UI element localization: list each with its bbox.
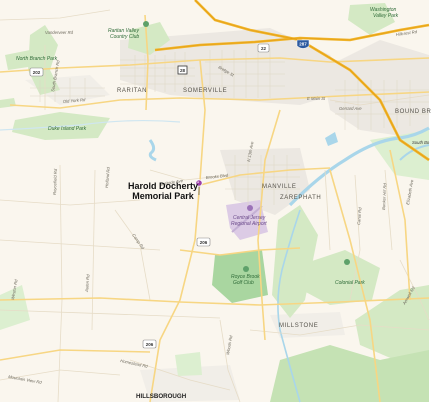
label-vanderveer: Vanderveer Rd [45,30,74,35]
town-labels: RARITAN SOMERVILLE MANVILLE ZAREPHATH MI… [117,88,432,400]
park-north-branch-west [5,50,35,70]
label-bunker-hill: Bunker Hill Rd [381,182,387,210]
label-main: E Main St [307,96,326,101]
town-manville: MANVILLE [262,184,296,190]
map-edge [429,0,433,407]
route-shields: 202 22 287 28 206 206 [29,39,310,349]
town-raritan: RARITAN [117,88,147,94]
park-southeast [355,285,429,360]
urban-areas [25,28,429,402]
road-brooks-blvd [199,167,331,186]
shield-28: 28 [177,65,188,75]
label-raritan-valley-2: Country Club [110,34,139,40]
poi-icons [143,21,350,272]
map-marker[interactable] [195,179,203,195]
label-raritan-valley-1: Raritan Valley [108,28,139,34]
svg-text:206: 206 [200,240,208,245]
golf-icon-royce [243,266,249,272]
label-mountain-view: Mountain View Rd [8,374,43,385]
road-canal [329,169,381,403]
road-main-street [9,91,430,109]
label-south-bound-brook: South Bo [412,140,430,145]
shield-22: 22 [257,43,270,53]
marker-label-line1: Harold Docherty [128,181,198,191]
park-raritan-valley [128,22,170,55]
park-south [270,345,429,402]
label-royce-brook-2: Golf Club [233,280,254,286]
raritan-river [288,126,430,207]
shield-206-north: 206 [196,237,211,247]
park-washington-valley [348,3,395,35]
label-brooks: Brooks Blvd [206,173,229,180]
label-washington-valley-1: Washington [370,7,397,13]
major-roads [0,14,430,403]
label-airport-2: Regional Airport [231,221,267,227]
svg-text:28: 28 [180,68,186,73]
town-hillsborough: HILLSBOROUGH [136,393,187,400]
label-mcbride: McBride Ave [159,178,184,187]
label-airport-1: Central Jersey [233,215,266,221]
svg-text:22: 22 [261,46,267,51]
label-gerrard: Gerrard Ave [339,106,362,111]
label-colonial: Colonial Park [335,280,365,286]
road-n-13th [257,109,281,341]
airport-icon [247,205,253,211]
label-weston: Weston Rd [10,278,19,300]
town-somerville: SOMERVILLE [183,88,227,94]
minor-roads [0,9,430,403]
label-woods: Woods Rd [225,334,233,355]
shield-206-south: 206 [142,339,157,349]
label-homestead: Homestead Rd [120,358,149,369]
park-labels: North Branch Park Raritan Valley Country… [16,7,399,286]
label-auten: Auten Rd [84,274,91,293]
label-north-branch: North Branch Park [16,56,58,62]
road-route-206 [149,59,206,403]
road-amwell [0,297,430,306]
label-hillcrest: Hillcrest Rd [395,29,418,37]
marker-label-line2: Memorial Park [132,191,195,201]
park-areas [0,3,429,402]
shield-i287: 287 [296,39,310,49]
road-north [144,14,149,111]
label-duke-island: Duke Island Park [48,126,87,132]
marker-label: Harold Docherty Memorial Park [128,181,198,201]
shield-202: 202 [29,67,44,77]
park-north-branch [28,25,60,95]
svg-text:287: 287 [299,42,307,47]
golf-icon [143,21,149,27]
svg-text:202: 202 [33,70,41,75]
park-royce-brook [212,250,268,303]
label-old-york: Old York Rd [63,97,87,104]
highway-casing [154,0,430,161]
label-canal: Canal Rd [356,207,363,225]
label-roycefield: Roycefield Rd [52,168,58,195]
town-bound-brook: BOUND BR [395,109,432,115]
street-grid [30,48,429,205]
label-north-13th: N 13th Ave [246,140,255,162]
label-royce-brook-1: Royce Brook [231,274,260,280]
label-south-branch: South Branch Rd [50,59,61,92]
map-edge-bottom [0,402,433,407]
label-washington-valley-2: Valley Park [373,13,399,19]
park-greenway [272,205,318,318]
park-colonial [300,250,380,305]
town-millstone: MILLSTONE [279,323,318,329]
map-pin-icon[interactable] [195,179,203,187]
airport-area [226,200,268,240]
town-zarephath: ZAREPHATH [280,195,321,201]
label-elizabeth: Elizabeth Ave [405,179,414,206]
label-holland: Holland Rd [104,166,111,188]
park-icon-colonial [344,259,350,265]
svg-text:206: 206 [146,342,154,347]
